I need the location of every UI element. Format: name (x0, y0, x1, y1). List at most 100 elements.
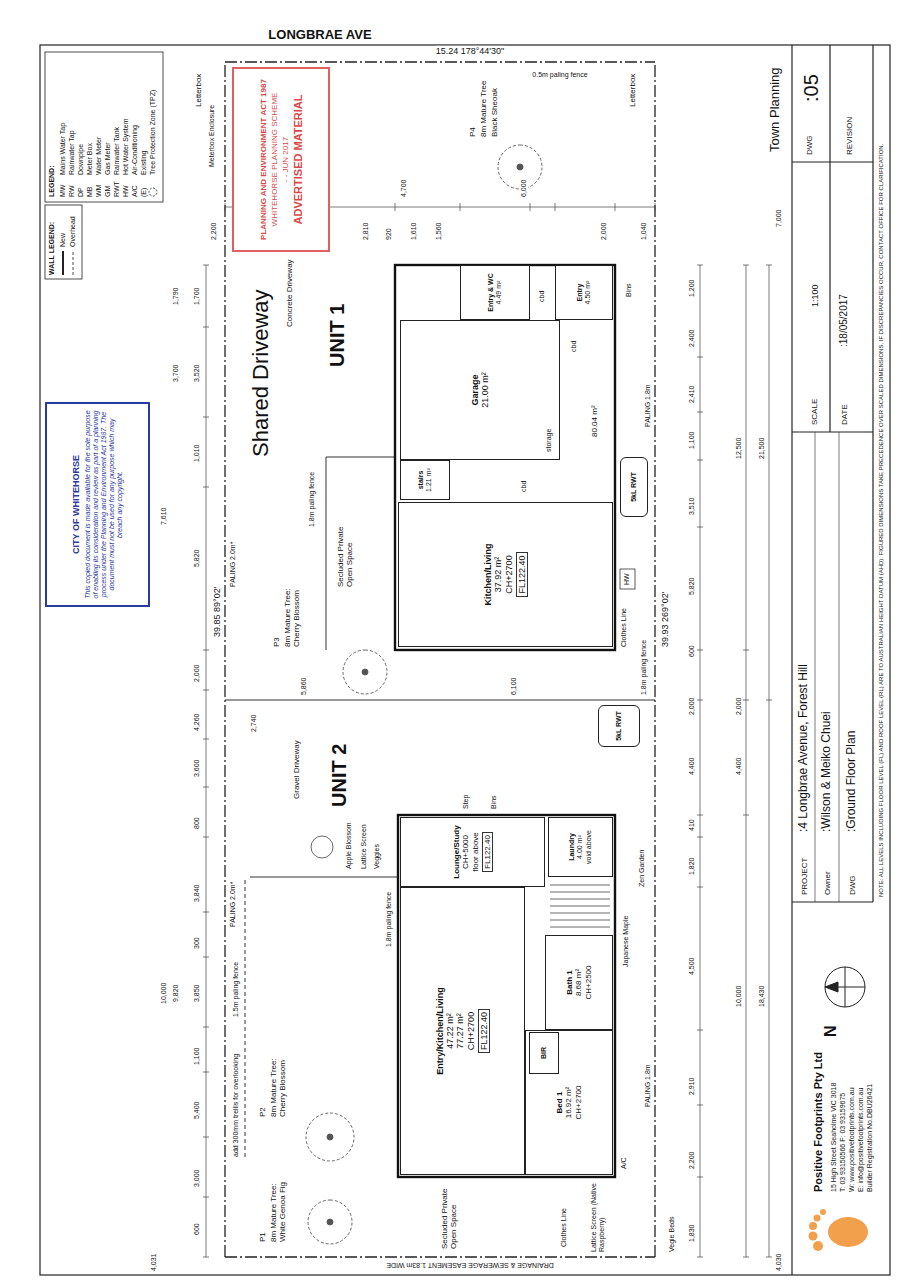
title-block-text: DATE (840, 404, 849, 425)
title-block-text: DWG (848, 875, 857, 895)
plan-annotation: Japanese Maple (622, 916, 630, 967)
dimension-label: 6,100 (510, 677, 518, 695)
legend-entry: Existing (140, 150, 148, 175)
plan-annotation: 15.24 178°44'30" (436, 46, 505, 56)
plan-annotation: Lattice Screen (Native Raspberry) (590, 1182, 606, 1252)
legend-frame (45, 52, 163, 279)
plan-annotation: UNIT 1 (326, 304, 349, 367)
planning-stamp: CITY OF WHITEHORSEThis copied document i… (45, 402, 150, 607)
dimension-label: 2,000 (735, 697, 743, 715)
dimension-label: 18,430 (758, 986, 766, 1007)
plan-annotation: UNIT 2 (328, 744, 351, 807)
dimension-label: 3,510 (688, 497, 696, 515)
room-name: Entry (576, 284, 584, 302)
room-box: Kitchen/Living37.92 m²CH+2700FL122.40 (398, 502, 613, 647)
title-block-text: :18/05/2017 (838, 294, 850, 347)
room-detail: FL122.40 (482, 832, 493, 872)
room-detail: 4.50 m² (584, 281, 592, 305)
tank-box: 5kL RWT (598, 705, 640, 747)
dimension-label: 800 (193, 817, 201, 829)
legend-entry: Air-Conditioning (131, 125, 139, 175)
room-detail: 8.68 m² (574, 969, 583, 996)
plan-annotation: P3 (272, 637, 281, 647)
room-detail: CH+5000 (461, 835, 470, 869)
plan-annotation: LONGBRAE AVE (268, 28, 371, 43)
legend-entry: Tree Protection Zone (TPZ) (149, 90, 157, 175)
dimension-label: 1,010 (193, 444, 201, 462)
room-name: PLANNING AND ENVIRONMENT ACT 1987 (259, 79, 268, 240)
room-name: Bath 1 (565, 970, 574, 994)
title-block-text: SCALE (810, 399, 819, 425)
plan-annotation: storage (545, 429, 553, 452)
room-detail: WHITEHORSE PLANNING SCHEME (270, 93, 279, 227)
title-block-text: 1:100 (810, 284, 820, 307)
room-detail: - - JUN 2017 (281, 137, 290, 182)
legend-code: LEGEND: (48, 166, 56, 198)
room-detail: ADVERTISED MATERIAL (292, 95, 305, 225)
dimension-label: 5,820 (193, 549, 201, 567)
dimension-label: 410 (688, 819, 696, 831)
legend-code: RWT (113, 181, 121, 197)
dimension-label: 2,810 (362, 222, 370, 240)
sheet-frame (40, 45, 890, 1275)
plan-annotation: Bins (625, 283, 633, 297)
legend-code: MB (86, 187, 94, 198)
plan-annotation: PALING 1.8m (644, 1064, 652, 1107)
legend-code: MW (59, 185, 67, 197)
dwelling-outlines (395, 265, 615, 1177)
plan-annotation: 0.5m paling fence (532, 71, 587, 79)
dimension-label: 5,860 (300, 677, 308, 695)
dimension-label: 2,000 (193, 664, 201, 682)
plan-annotation: Meterbox Enclosure (208, 105, 216, 167)
room-box: Lounge/StudyCH+5000floor aboveFL122.40 (400, 817, 545, 887)
title-block-text: REVISION (845, 117, 854, 155)
room-box: Laundry4.00 m²void above (548, 817, 613, 877)
plan-annotation: PALING 2.0m* (229, 882, 237, 927)
title-block-text: :Wilson & Meiko Chuei (820, 711, 834, 832)
stairs-unit-2 (550, 885, 610, 927)
dimension-label: 7,000 (775, 209, 783, 227)
dimension-lines (203, 203, 772, 1257)
legend-code: DP (77, 187, 85, 197)
title-block-text: :05 (800, 74, 823, 102)
room-detail: FL122.40 (478, 1009, 490, 1053)
room-box: Bed 116.92 m²CH+2700BIR (525, 1030, 613, 1175)
dimension-label: 4,700 (400, 179, 408, 197)
plan-annotation: P2 (258, 1107, 267, 1117)
room-name: stairs (417, 471, 425, 490)
room-detail: floor above (471, 832, 480, 872)
room-name: Laundry (568, 833, 576, 861)
dimension-label: 2,200 (210, 222, 218, 240)
dimension-label: 21,500 (758, 438, 766, 459)
dimension-label: 3,520 (193, 364, 201, 382)
legend-code: WALL LEGEND: (48, 222, 56, 275)
room-detail: CH+2700 (466, 1012, 476, 1050)
dimension-label: 1,610 (410, 222, 418, 240)
site-boundary (225, 62, 655, 1257)
dimension-label: 6,000 (520, 179, 528, 197)
title-block-text: NOTE: ALL LEVELS INCLUDING FLOOR LEVEL (… (878, 144, 885, 897)
dimension-label: 600 (688, 645, 696, 657)
dimension-label: 1,700 (193, 287, 201, 305)
dimension-label: 2,740 (250, 714, 258, 732)
dimension-label: 1,560 (435, 222, 443, 240)
title-block-text: 15 High Street Seaholme VIC 3018 (830, 1083, 838, 1192)
room-name: Bed 1 (555, 1092, 564, 1114)
room-name: Entry/Kitchen/Living (435, 987, 445, 1075)
dimension-label: 2,000 (600, 222, 608, 240)
dimension-label: 1,100 (193, 1047, 201, 1065)
legend-entry: Gas Meter (104, 142, 112, 175)
room-box: BIR (529, 1032, 559, 1074)
plan-annotation: 8m Mature Tree (479, 81, 488, 137)
room-name: Garage (470, 374, 480, 405)
title-block-text: DWG (805, 135, 814, 155)
plan-annotation: Step (462, 795, 470, 809)
plan-annotation: 39.93 269°02' (660, 592, 670, 647)
legend-entry: Downpipe (77, 144, 85, 175)
title-block-text: N (822, 1025, 840, 1037)
room-detail: CH+2700 (504, 555, 514, 593)
room-box: stairs1.21 m² (400, 460, 450, 500)
room-detail: 1.21 m² (425, 468, 433, 492)
plan-annotation: cbd (538, 291, 546, 302)
plan-annotation: 1.8m paling fence (640, 640, 648, 695)
